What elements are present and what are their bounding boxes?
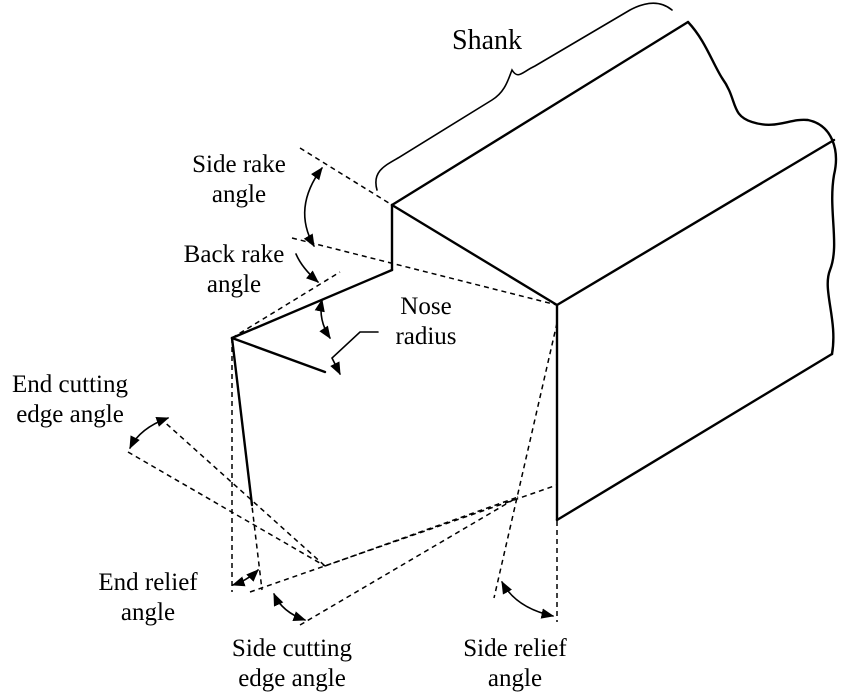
tool-tip: [230, 268, 394, 507]
shank-break-line: [686, 20, 838, 356]
back-rake-angle-indicator: [231, 253, 341, 340]
nose-radius-label: Nose radius: [395, 293, 457, 350]
back-rake-angle-label: Back rake angle: [183, 241, 285, 298]
end-relief-angle-label: End relief angle: [98, 569, 198, 626]
end-relief-angle-indicator: [231, 337, 263, 592]
nose-radius-leader: [330, 331, 379, 376]
shank-label: Shank: [452, 25, 522, 56]
side-rake-angle-indicator: [291, 147, 558, 306]
end-cutting-edge-angle-label: End cutting edge angle: [12, 371, 128, 428]
side-relief-angle-indicator: [493, 322, 558, 622]
side-cutting-edge-angle-indicator: [249, 484, 558, 626]
end-cutting-edge-angle-indicator: [127, 417, 326, 567]
side-relief-angle-label: Side relief angle: [463, 635, 567, 692]
shank-body: [390, 20, 838, 522]
shank-brace: [375, 2, 673, 191]
side-cutting-edge-angle-label: Side cutting edge angle: [231, 635, 353, 692]
side-rake-angle-label: Side rake angle: [192, 151, 286, 208]
